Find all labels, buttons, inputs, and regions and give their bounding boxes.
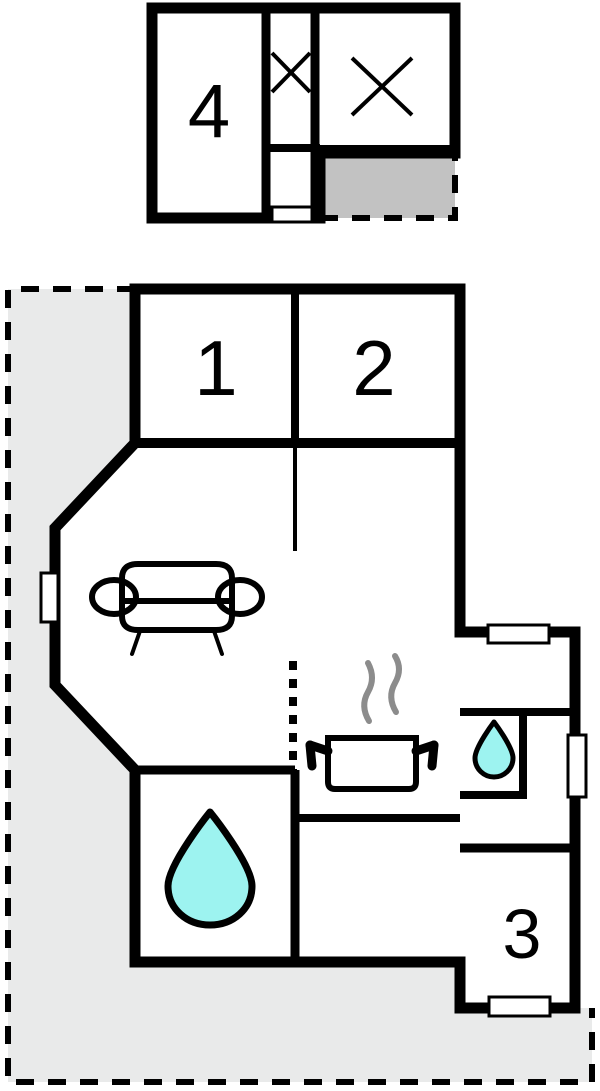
door-icon-upper-closet: [270, 205, 314, 224]
ground-terrace: [8, 289, 592, 1082]
water-drop-icon-small: [472, 719, 516, 780]
room-number-2: 2: [352, 324, 395, 412]
sofa-icon: [89, 561, 265, 656]
ground-floor-outer-wall: [49, 283, 581, 1014]
upper-balcony-boundary-dash: [320, 153, 458, 221]
upper-balcony: [320, 153, 455, 218]
room-number-3: 3: [503, 895, 542, 973]
window-icon-room3-bottom: [487, 995, 552, 1018]
steam-icon: [361, 653, 402, 724]
upper-floor-group: 4: [146, 2, 461, 224]
window-icon-left: [39, 571, 60, 624]
room-number-4: 4: [188, 70, 230, 155]
window-icon-right-side: [566, 733, 588, 799]
x-cross-icon-large: [350, 56, 414, 117]
water-drop-icon-large: [164, 808, 256, 929]
x-cross-icon-small: [270, 51, 312, 94]
ground-floor-group: 1 2 3: [5, 283, 595, 1085]
window-icon-right-upper: [486, 623, 551, 645]
pot-icon: [305, 735, 439, 792]
room-number-1: 1: [194, 324, 237, 412]
